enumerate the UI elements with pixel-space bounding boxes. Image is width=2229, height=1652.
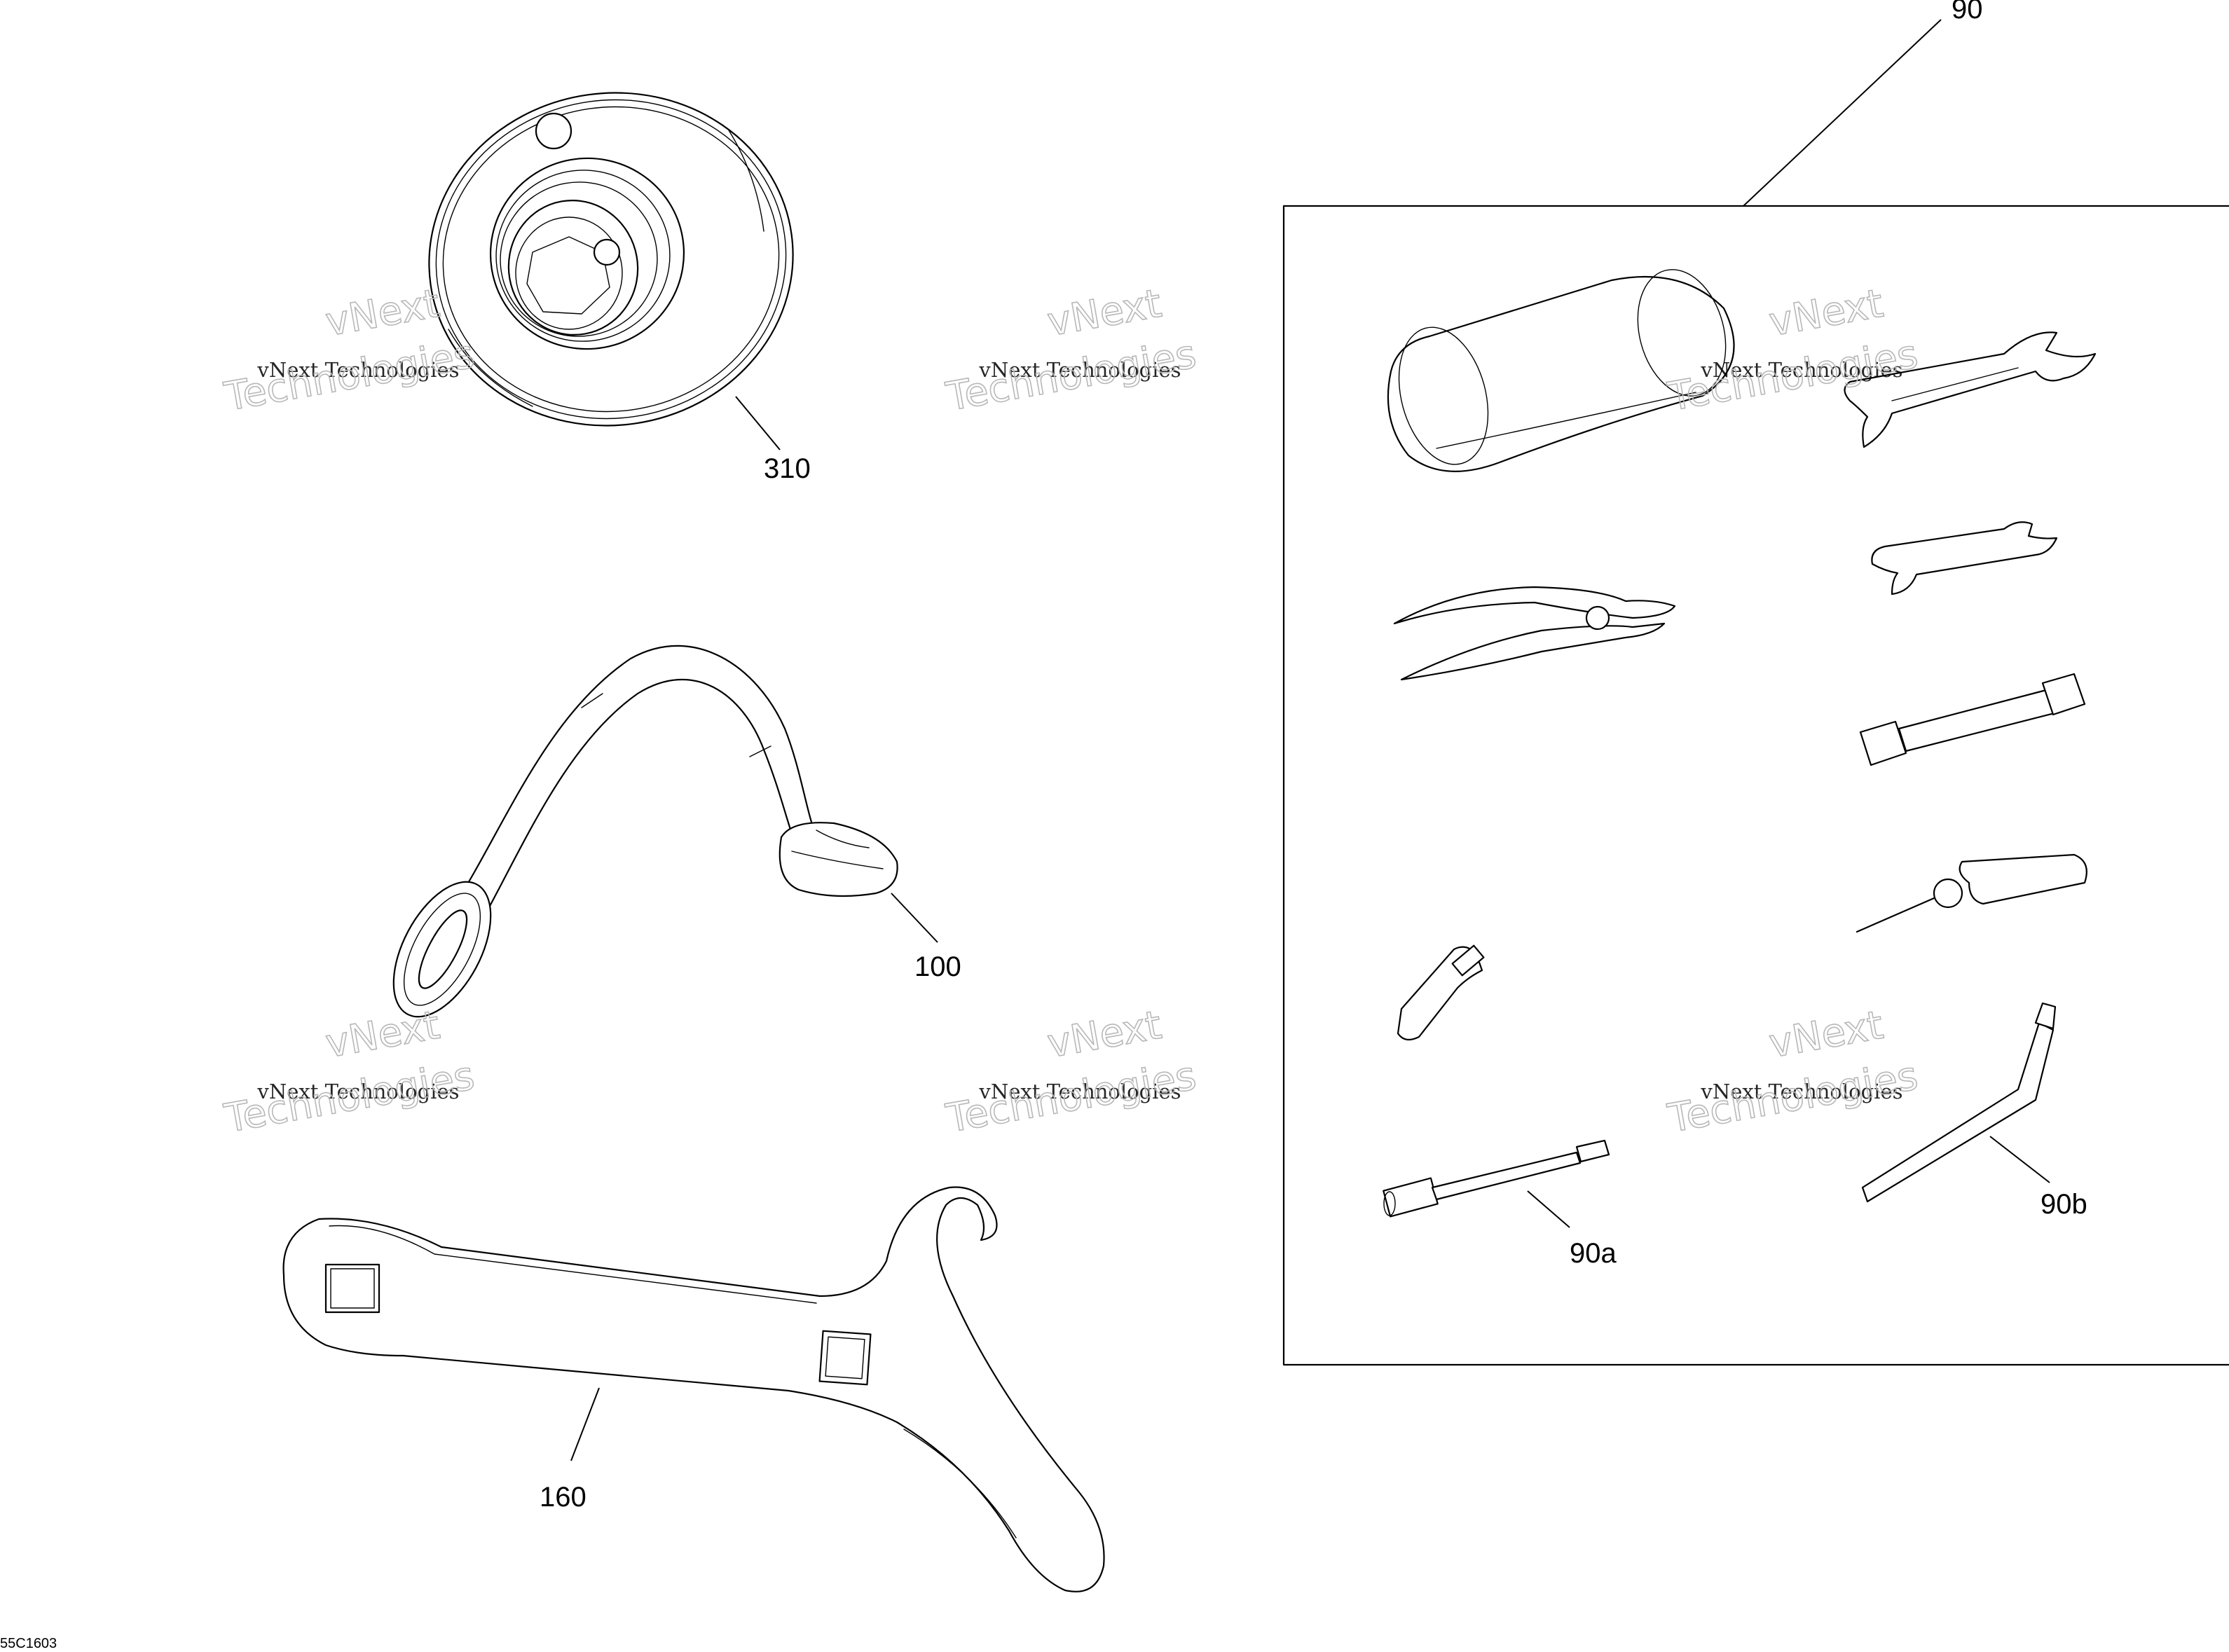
svg-text:Technologies: Technologies — [942, 1053, 1200, 1142]
svg-text:Technologies: Technologies — [221, 331, 478, 420]
svg-text:Technologies: Technologies — [942, 331, 1200, 420]
svg-text:vNext: vNext — [1766, 1003, 1886, 1067]
svg-text:vNext: vNext — [1766, 281, 1886, 345]
svg-text:vNext Technologies: vNext Technologies — [1700, 1080, 1902, 1103]
spanner-wrench-part — [282, 1186, 1105, 1592]
callout-100: 100 — [914, 951, 961, 982]
open-wrench-icon — [1871, 521, 2058, 596]
svg-text:vNext: vNext — [1044, 1003, 1165, 1067]
drawing-code: 55C1603 — [0, 1636, 57, 1651]
callout-310: 310 — [764, 453, 811, 484]
watermark: vNext vNext Technologies Technologies — [220, 1002, 478, 1143]
leader-90 — [1743, 19, 1942, 207]
extension-bar-icon — [1383, 1139, 1610, 1218]
callout-90a: 90a — [1570, 1238, 1617, 1269]
leader-90a — [1527, 1190, 1570, 1228]
callout-90: 90 — [1952, 0, 1983, 25]
callout-90b: 90b — [2041, 1189, 2087, 1220]
screwdriver-icon — [1856, 853, 2087, 933]
svg-text:vNext: vNext — [1044, 281, 1165, 345]
leader-90b — [1989, 1136, 2050, 1183]
callout-160: 160 — [540, 1482, 587, 1513]
tool-kit-frame — [1282, 205, 2229, 1366]
leader-160 — [570, 1387, 600, 1461]
socket-wrench-icon — [1859, 673, 2086, 766]
leader-310 — [735, 396, 781, 450]
svg-text:vNext: vNext — [322, 281, 443, 345]
svg-text:vNext: vNext — [322, 1003, 443, 1067]
tool-bag-icon — [1387, 269, 1735, 472]
open-wrench-icon — [1844, 331, 2097, 448]
watermark: vNext vNext Technologies Technologies — [1664, 1002, 1921, 1143]
svg-text:vNext Technologies: vNext Technologies — [978, 358, 1181, 382]
l-key-icon — [1861, 1002, 2057, 1203]
spark-plug-tool-icon — [1397, 944, 1485, 1041]
svg-text:vNext Technologies: vNext Technologies — [256, 1080, 459, 1103]
svg-text:Technologies: Technologies — [221, 1053, 478, 1142]
retainer-cap-part — [428, 92, 794, 427]
watermark: vNext vNext Technologies Technologies — [220, 280, 478, 421]
svg-text:Technologies: Technologies — [1664, 1053, 1921, 1142]
svg-text:vNext Technologies: vNext Technologies — [1700, 358, 1902, 382]
leader-100 — [891, 893, 938, 943]
strap-part — [392, 645, 898, 1018]
svg-text:vNext Technologies: vNext Technologies — [978, 1080, 1181, 1103]
pliers-icon — [1393, 586, 1676, 681]
svg-text:vNext Technologies: vNext Technologies — [256, 358, 459, 382]
watermark: vNext vNext Technologies Technologies — [942, 280, 1200, 421]
watermark: vNext vNext Technologies Technologies — [942, 1002, 1200, 1143]
